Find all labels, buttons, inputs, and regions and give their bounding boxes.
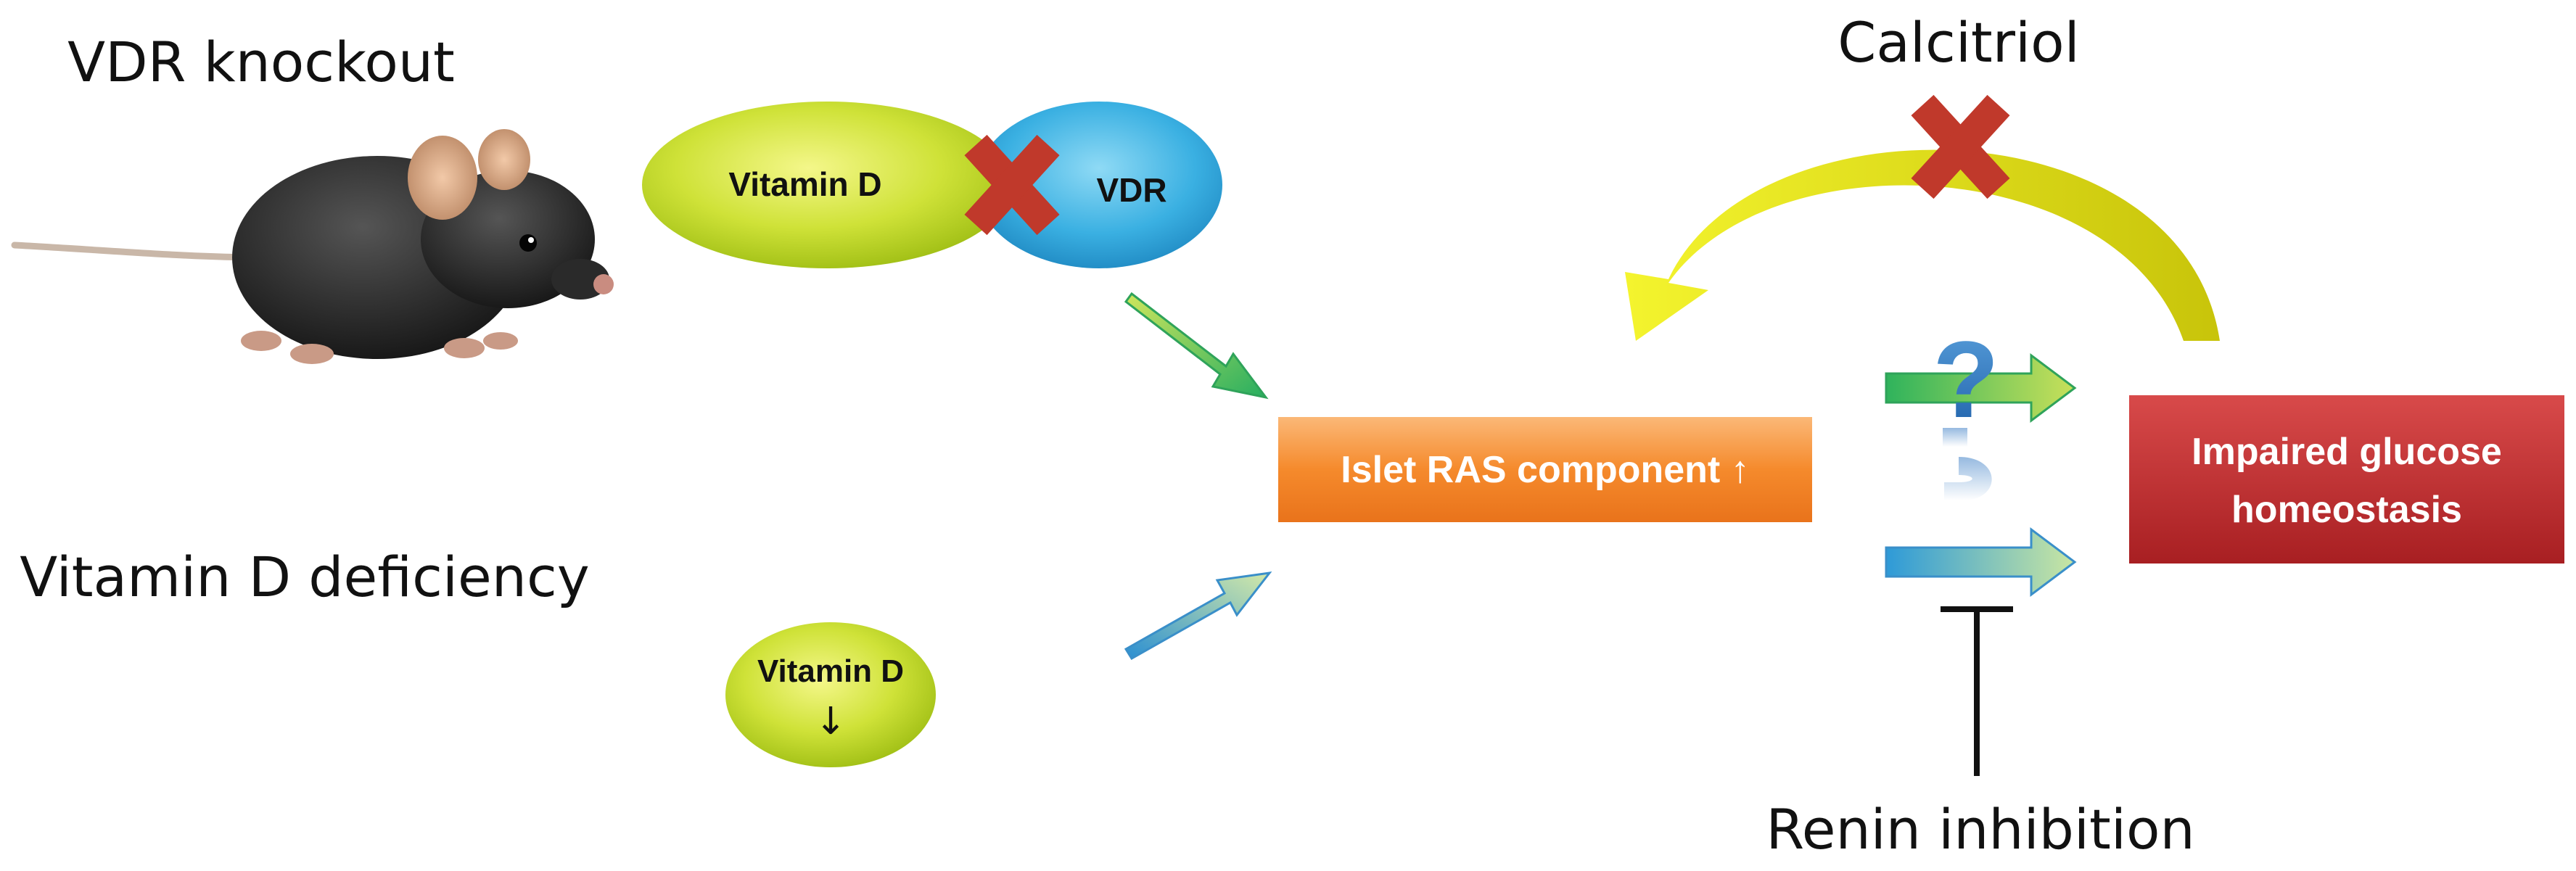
block-x-icon-vdr: [964, 134, 1060, 236]
arrow-deficiency-to-ras: [1124, 571, 1272, 661]
renin-inhibition-bar: [1941, 606, 2013, 776]
vitamin-d-deficiency-label: Vitamin D deficiency: [20, 545, 589, 609]
arrow-vdr-to-ras: [1124, 292, 1269, 400]
vitamin-d-top-node: [642, 102, 1012, 268]
block-x-icon-calcitriol: [1911, 94, 2010, 199]
vitamin-d-low-arrow: ↓: [815, 700, 847, 743]
impaired-glucose-box: [2129, 395, 2564, 564]
vdr-knockout-label: VDR knockout: [67, 30, 455, 94]
question-mark-reflection: [1943, 428, 1992, 500]
vdr-label: VDR: [1096, 171, 1166, 209]
vitamin-d-low-group: Vitamin D ↓: [725, 622, 936, 767]
impaired-glucose-line1: Impaired glucose: [2192, 431, 2502, 473]
arrow-ras-to-impaired-top: [1885, 353, 2077, 423]
question-mark-icon: ?: [1933, 318, 1999, 440]
calcitriol-label: Calcitriol: [1838, 10, 2079, 75]
calcitriol-arc-arrow: [1625, 149, 2220, 341]
vitamin-d-top-label: Vitamin D: [728, 165, 881, 203]
vitamin-d-vdr-group: Vitamin D VDR: [642, 102, 1222, 268]
arrow-ras-to-impaired-bottom: [1885, 527, 2077, 597]
mouse-image: [11, 129, 614, 364]
vitamin-d-low-node: [725, 622, 936, 767]
islet-ras-box: [1278, 417, 1812, 522]
impaired-glucose-line2: homeostasis: [2231, 489, 2462, 531]
islet-ras-label: Islet RAS component ↑: [1341, 449, 1749, 491]
renin-inhibition-label: Renin inhibition: [1766, 797, 2194, 862]
vitamin-d-low-label: Vitamin D: [757, 653, 904, 689]
